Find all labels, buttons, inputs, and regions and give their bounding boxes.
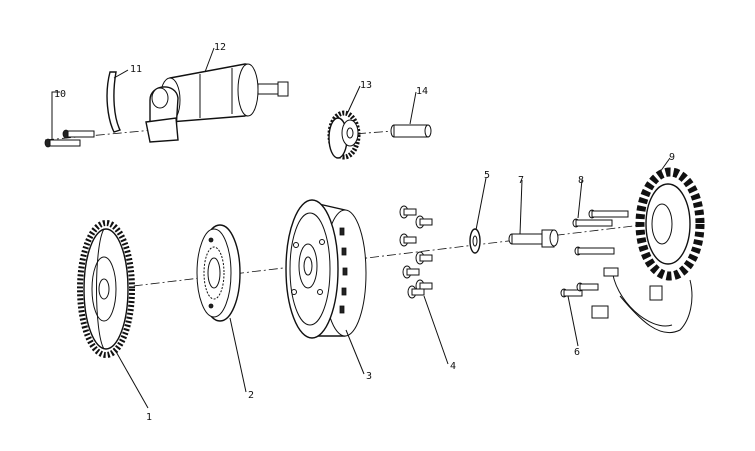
callout-8: 8 xyxy=(578,175,584,186)
flywheel-rotor-part xyxy=(285,199,367,339)
shaft-bolt-part xyxy=(508,229,559,248)
rotor-bolts-part xyxy=(399,205,433,299)
callout-2: 2 xyxy=(248,390,254,401)
stator-part xyxy=(591,167,705,334)
callout-5: 5 xyxy=(484,170,490,181)
starter-motor-part xyxy=(145,63,289,143)
starter-clutch-part xyxy=(196,224,241,322)
callout-1: 1 xyxy=(146,412,152,423)
callout-9: 9 xyxy=(669,152,675,163)
pickup-bolts-part xyxy=(560,282,599,298)
callout-14: 14 xyxy=(416,86,428,97)
starter-oring-part xyxy=(106,71,121,133)
callout-6: 6 xyxy=(574,347,580,358)
stator-bolts-part xyxy=(572,209,629,256)
washer-part xyxy=(469,228,481,254)
ring-gear-part xyxy=(77,220,135,358)
starter-bolts-part xyxy=(44,129,95,148)
main-axis-line xyxy=(99,217,701,291)
callout-12: 12 xyxy=(214,42,226,53)
idler-gear-part xyxy=(327,110,361,160)
callout-13: 13 xyxy=(360,80,372,91)
callout-3: 3 xyxy=(366,371,372,382)
gear-shaft-part xyxy=(390,124,432,138)
callout-11: 11 xyxy=(130,64,142,75)
callout-labels: 1 2 3 4 5 6 7 8 9 10 11 12 13 14 xyxy=(54,42,675,423)
leader-lines xyxy=(51,47,671,409)
callout-7: 7 xyxy=(518,175,524,186)
callout-4: 4 xyxy=(450,361,456,372)
callout-10: 10 xyxy=(54,89,66,100)
